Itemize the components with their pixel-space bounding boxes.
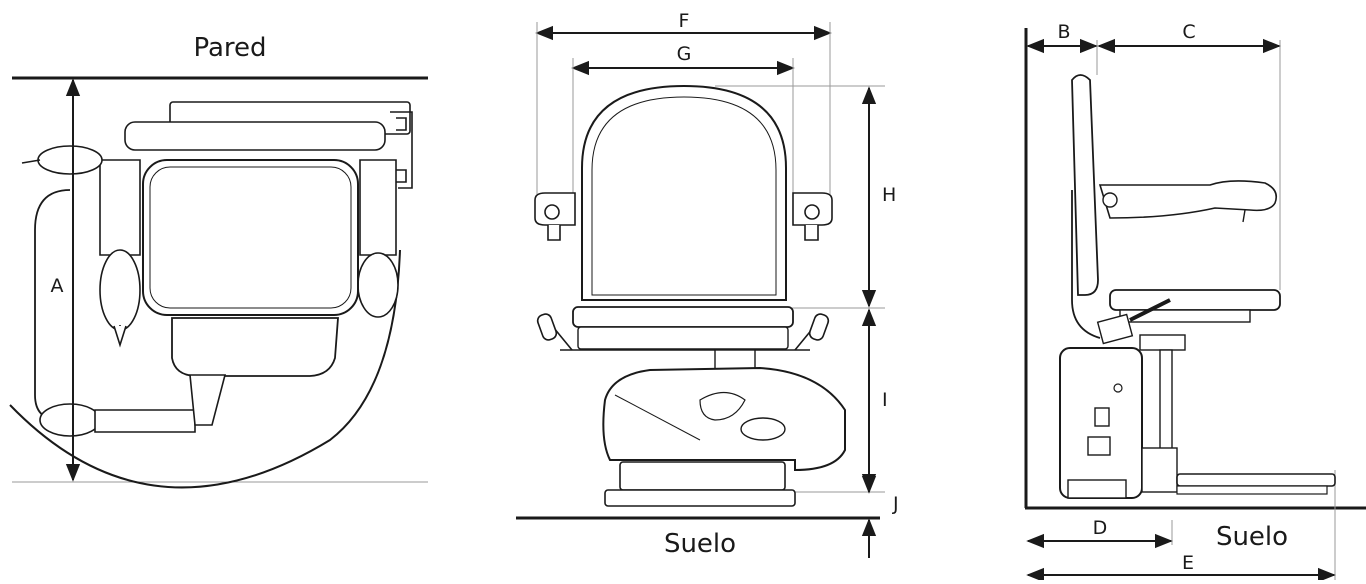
dimension-d-label: D (1093, 517, 1108, 539)
seat-top (142, 159, 359, 316)
backrest-bar (124, 121, 386, 151)
dimension-i-label: I (882, 389, 888, 411)
swivel-column (714, 349, 756, 371)
footplate-front (619, 461, 786, 491)
dimension-f-label: F (679, 10, 690, 32)
dimension-a-label: A (51, 275, 64, 297)
swivel-levers (536, 313, 830, 351)
dimension-e-label: E (1182, 552, 1194, 574)
handle-loop (34, 189, 71, 421)
armrest-side (1098, 180, 1278, 219)
wall-label: Pared (193, 33, 266, 63)
carriage-badge (740, 417, 786, 441)
dimension-h-label: H (882, 184, 896, 206)
dimension-j-label: J (892, 493, 899, 515)
seat-front (572, 306, 794, 328)
swivel-lever-side (1129, 298, 1171, 322)
front-view: F G (516, 10, 899, 559)
top-view: Pared (9, 33, 428, 489)
side-view: B C D E Suelo (1024, 21, 1366, 583)
dimension-c-label: C (1182, 21, 1195, 43)
seat-side (1109, 289, 1281, 311)
backrest-front (581, 84, 787, 301)
floor-label: Suelo (664, 529, 736, 559)
left-armrest (21, 145, 141, 348)
backrest-side (1071, 74, 1099, 296)
swivel-arc (9, 249, 401, 489)
right-armrest (357, 159, 399, 318)
dimension-b-label: B (1057, 21, 1070, 43)
footrest-top (171, 317, 339, 377)
dimension-g-label: G (677, 43, 692, 65)
footplate-side (1176, 473, 1336, 487)
floor-label-side: Suelo (1216, 522, 1288, 552)
lower-arm (39, 374, 227, 437)
front-armrests (534, 192, 833, 241)
